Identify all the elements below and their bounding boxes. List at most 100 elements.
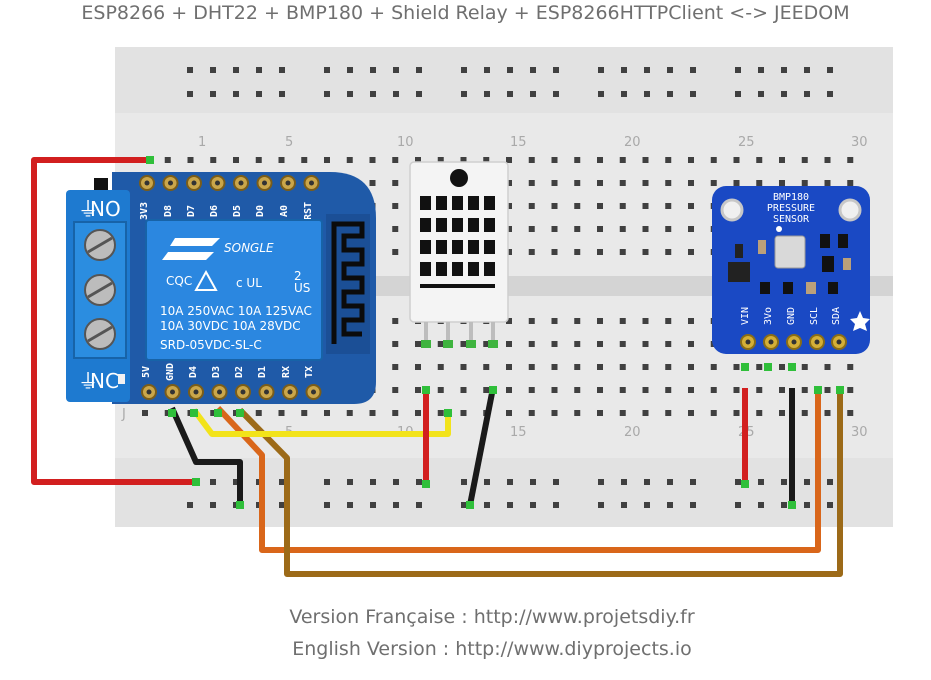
warning-triangle-icon [194, 269, 218, 291]
terminal-hole [278, 157, 285, 163]
dht22-grille-slot [436, 262, 447, 276]
wire-endpoint-highlight [214, 409, 222, 417]
dht22-grille-slot [436, 240, 447, 254]
rail-hole [598, 91, 604, 97]
terminal-hole [551, 249, 558, 255]
terminal-hole [255, 410, 262, 416]
rail-hole [256, 67, 262, 73]
wire-endpoint-highlight [422, 480, 430, 488]
terminal-hole [733, 410, 740, 416]
terminal-hole [665, 387, 672, 393]
rail-hole [758, 502, 764, 508]
terminal-hole [642, 203, 649, 209]
rail-hole [553, 502, 559, 508]
rail-hole [644, 91, 650, 97]
terminal-hole [369, 180, 376, 186]
wemos-bottom-pin-hole [146, 389, 152, 395]
terminal-hole [756, 364, 763, 370]
relay-nc-led [118, 374, 125, 384]
wemos-top-pin-hole [285, 180, 291, 186]
rail-hole [735, 91, 741, 97]
relay-model: SRD-05VDC-SL-C [160, 338, 262, 352]
terminal-hole [392, 410, 399, 416]
terminal-hole [597, 364, 603, 370]
terminal-hole [779, 157, 785, 163]
terminal-hole [756, 157, 763, 163]
rail-hole [735, 479, 741, 485]
bmp180-pin-label-sda: SDA [831, 307, 842, 325]
bmp180-pin-label-scl: SCL [809, 307, 820, 325]
rail-hole [324, 91, 330, 97]
relay-ul-mark: c UL [236, 276, 262, 290]
wemos-pin-label-d4: D4 [188, 366, 199, 378]
rail-hole [347, 91, 353, 97]
terminal-hole [506, 410, 512, 416]
dht22-grille-slot [420, 240, 431, 254]
terminal-hole [392, 249, 399, 255]
terminal-hole [574, 249, 581, 255]
terminal-hole [688, 226, 694, 232]
bmp180-pin-hole [836, 339, 842, 345]
rail-hole [827, 502, 833, 508]
wire-endpoint-highlight [190, 409, 198, 417]
terminal-hole [528, 410, 535, 416]
footer-french-link[interactable]: Version Française : http://www.projetsdi… [289, 606, 695, 628]
column-number-20: 20 [624, 135, 641, 150]
dht22-grille-slot [452, 196, 463, 210]
wemos-pin-label-d6: D6 [209, 205, 220, 217]
rail-hole [393, 67, 399, 73]
terminal-hole [392, 180, 399, 186]
terminal-hole [301, 157, 308, 163]
rail-hole [393, 479, 399, 485]
terminal-hole [506, 364, 512, 370]
rail-hole [370, 502, 376, 508]
terminal-hole [164, 410, 171, 416]
wemos-top-pin-hole [215, 180, 220, 186]
terminal-hole [733, 364, 740, 370]
terminal-hole [506, 387, 512, 393]
terminal-hole [460, 410, 467, 416]
terminal-hole [187, 157, 194, 163]
terminal-hole [824, 410, 831, 416]
terminal-hole [710, 180, 717, 186]
terminal-hole [301, 410, 308, 416]
terminal-hole [801, 180, 808, 186]
footer-english-link[interactable]: English Version : http://www.diyprojects… [292, 638, 692, 660]
rail-hole [484, 67, 490, 73]
terminal-hole [551, 203, 558, 209]
terminal-hole [847, 364, 854, 370]
rail-hole [416, 502, 422, 508]
rail-hole [553, 67, 559, 73]
terminal-hole [483, 364, 490, 370]
wire-endpoint-highlight [192, 478, 200, 486]
terminal-hole [392, 157, 399, 163]
rail-hole [279, 502, 285, 508]
terminal-hole [392, 226, 399, 232]
rail-hole [370, 91, 376, 97]
terminal-hole [551, 410, 558, 416]
column-number-30-bottom: 30 [851, 425, 868, 440]
wire-endpoint-highlight [422, 386, 430, 394]
wemos-bottom-pin-hole [217, 389, 222, 395]
breadboard-bottom-rail-panel [115, 458, 893, 527]
rail-hole [621, 91, 627, 97]
terminal-hole [483, 157, 490, 163]
wemos-pin-label-d5: D5 [232, 205, 243, 217]
wemos-bottom-pin-hole [264, 389, 269, 395]
rail-hole [598, 67, 604, 73]
terminal-hole [756, 387, 763, 393]
rail-hole [324, 479, 330, 485]
dht22-pin-leg [469, 322, 473, 344]
dht22-mount-hole [450, 169, 468, 187]
wire-endpoint-highlight [489, 386, 497, 394]
dht22-pin-contact [421, 340, 431, 348]
terminal-hole [255, 157, 262, 163]
terminal-hole [642, 410, 649, 416]
dht22-grille-slot [436, 218, 447, 232]
terminal-hole [483, 387, 490, 393]
rail-hole [690, 67, 696, 73]
terminal-hole [460, 387, 467, 393]
terminal-hole [528, 203, 535, 209]
rail-hole [827, 67, 833, 73]
songle-logo-icon [162, 238, 220, 260]
